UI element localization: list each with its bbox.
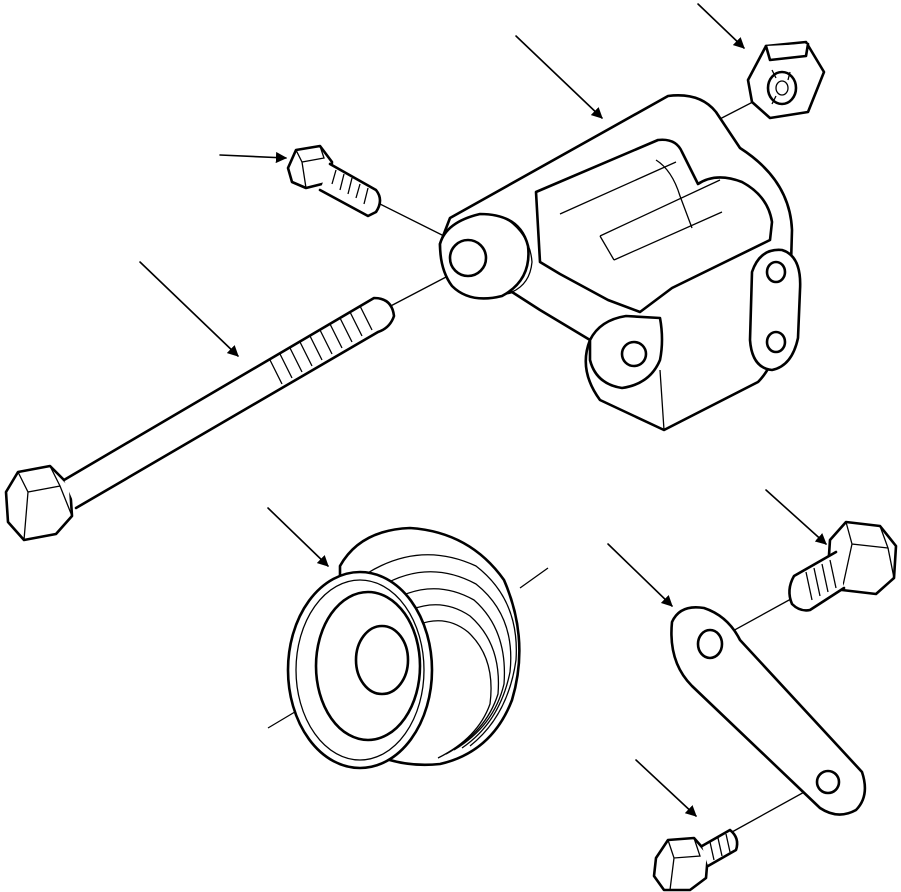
idler-pulley [286,526,521,770]
hex-bolt-right [788,520,898,612]
link-plate [670,606,867,816]
callout-arrow-pulley [267,507,329,567]
callout-arrow-link-plate [607,543,673,607]
short-bolt-upper [286,144,382,218]
long-bolt [4,296,396,542]
callout-arrow-nut [697,3,745,49]
callout-arrows [139,3,827,817]
callout-arrow-short-bolt [219,151,288,164]
callout-arrow-long-bolt [139,261,239,357]
flange-nut-top [746,40,826,120]
small-bolt-bottom [652,828,739,892]
callout-arrow-bracket [515,35,603,119]
callout-arrow-small-bolt [635,759,697,817]
idler-bracket [438,94,802,432]
callout-arrow-hex-bolt [765,489,827,545]
